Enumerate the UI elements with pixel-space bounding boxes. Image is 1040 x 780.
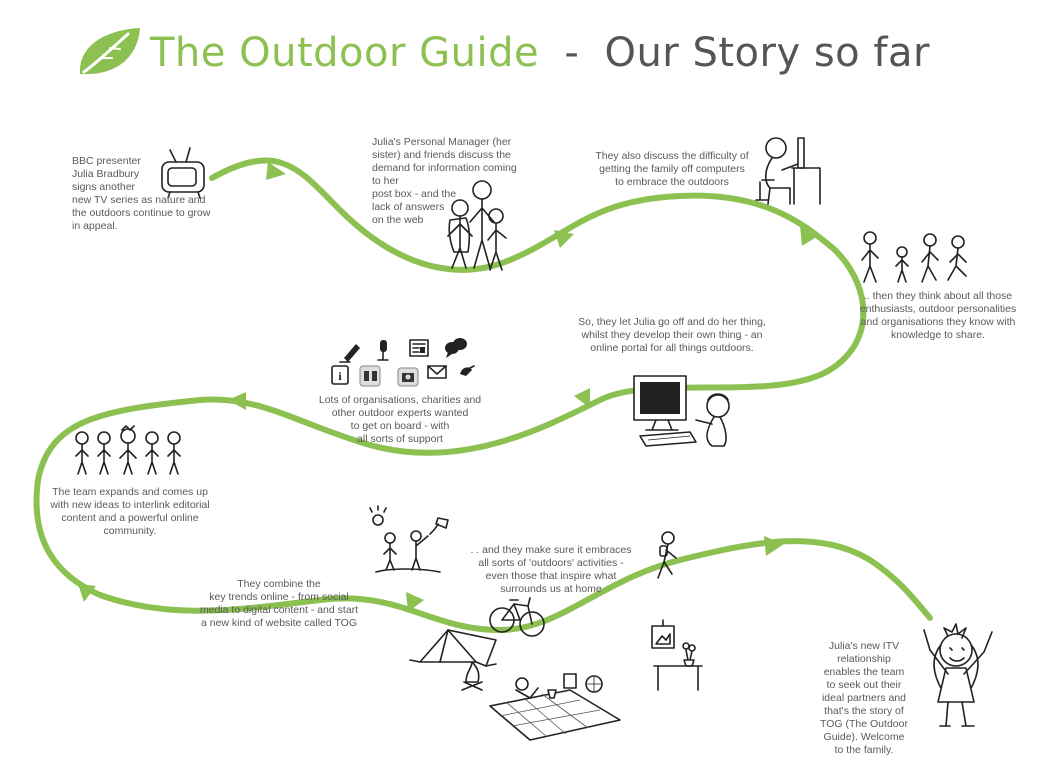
caption-bbc: BBC presenter Julia Bradbury signs anoth… [72,155,211,232]
path-arrow-4 [574,388,590,408]
caption-enthusiasts: .. then they think about all those enthu… [859,290,1017,341]
caption-activities: . . and they make sure it embraces all s… [470,544,632,595]
caption-team: The team expands and comes up with new i… [50,486,210,537]
title-separator: - [564,30,580,76]
path-arrow-5 [228,392,246,410]
caption-manager: Julia's Personal Manager (her sister) an… [372,136,517,226]
path-arrow-6 [78,584,96,602]
page-title: The Outdoor Guide - Our Story so far [150,30,930,76]
path-arrow-3 [800,226,818,246]
path-arrow-2 [554,230,574,248]
path-arrow-8 [764,536,784,556]
caption-organisations: Lots of organisations, charities and oth… [318,394,482,445]
path-arrow-7 [406,592,424,612]
caption-computers: They also discuss the difficulty of gett… [595,150,749,188]
caption-portal: So, they let Julia go off and do her thi… [578,316,766,354]
caption-itv: Julia's new ITV relationship enables the… [820,640,908,756]
title-brand: The Outdoor Guide [150,30,540,76]
path-arrow-1 [266,162,286,180]
title-tagline: Our Story so far [604,30,930,76]
caption-trends: They combine the key trends online - fro… [199,578,359,629]
